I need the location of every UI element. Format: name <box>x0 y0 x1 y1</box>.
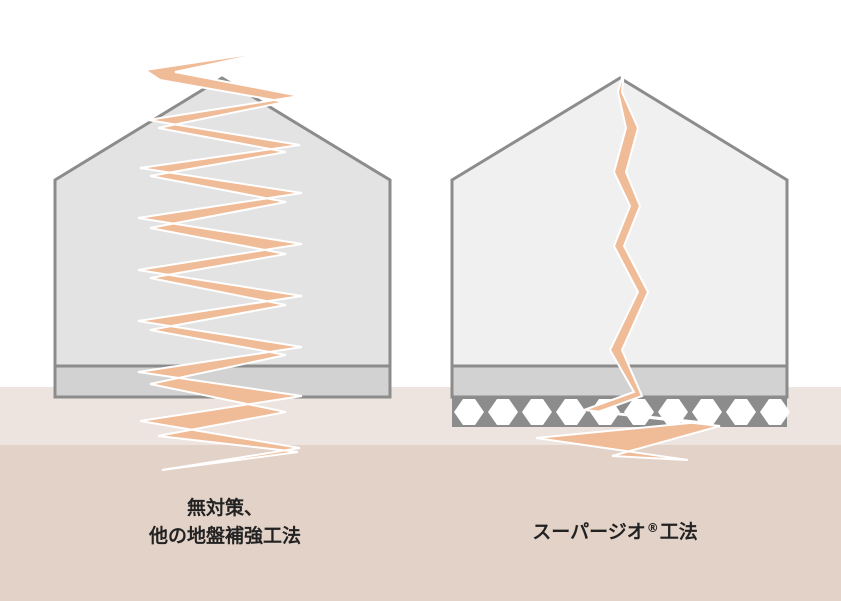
caption-left-line2: 他の地盤補強工法 <box>148 525 301 547</box>
mat-cell <box>692 399 722 425</box>
mat-cell <box>726 399 756 425</box>
registered-mark: ® <box>646 521 659 535</box>
mat-cell <box>760 399 790 425</box>
mat-cell <box>556 399 586 425</box>
zigzag-vibration-icon <box>137 49 303 471</box>
mat-cell <box>454 399 484 425</box>
caption-left: 無対策、 他の地盤補強工法 <box>70 494 380 550</box>
mat-cell <box>522 399 552 425</box>
ground-lower-layer <box>0 445 841 601</box>
caption-right-suffix: 工法 <box>659 521 698 543</box>
right-house-foundation <box>450 364 789 399</box>
damped-crack-vibration-icon <box>535 69 721 461</box>
caption-right: スーパージオ®工法 <box>440 514 790 546</box>
caption-right-name: スーパージオ <box>532 521 646 543</box>
mat-cell <box>488 399 518 425</box>
caption-left-line1: 無対策、 <box>186 497 263 519</box>
